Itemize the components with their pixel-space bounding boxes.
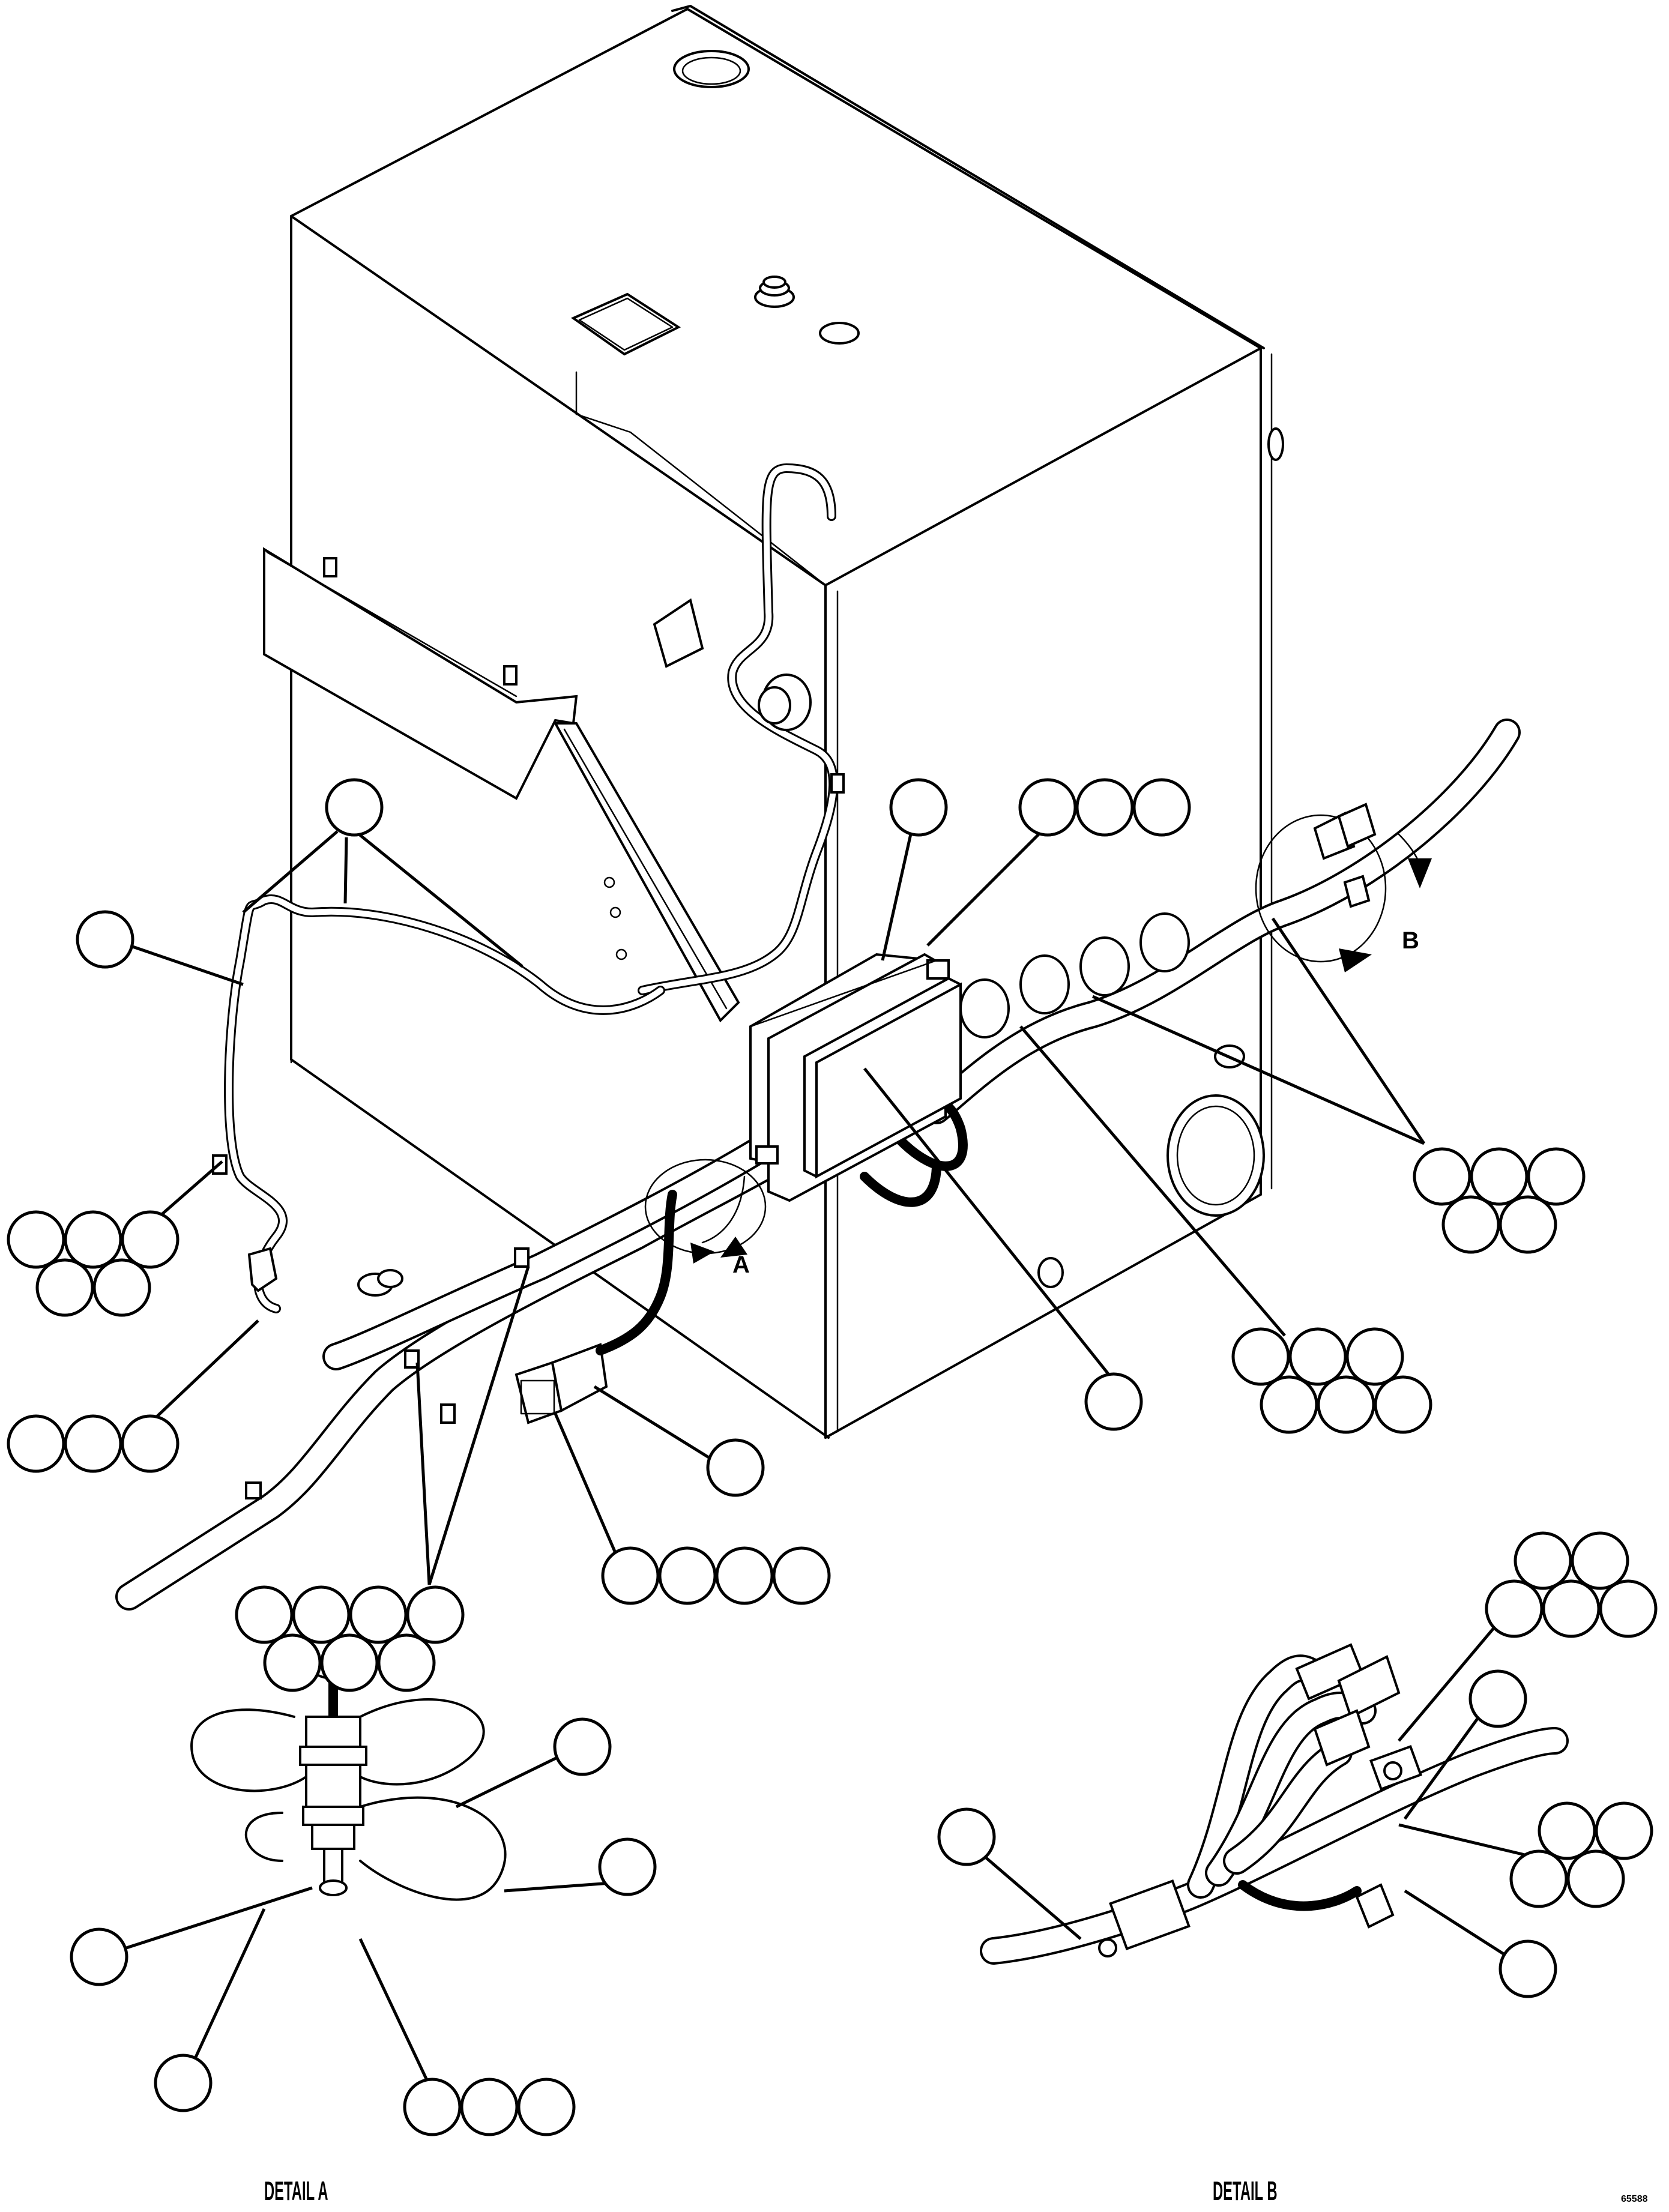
callout-bubble [7, 1414, 65, 1473]
callout-bubble [121, 1210, 180, 1269]
callout-bubble [715, 1546, 774, 1605]
callout-bubble [1260, 1375, 1318, 1434]
callout-bubble [1317, 1375, 1375, 1434]
callout-bubble [1084, 1372, 1143, 1431]
heat-shield [263, 547, 740, 1023]
callout-bubble [1132, 778, 1191, 837]
detail-b-marker: B [1402, 927, 1419, 954]
callout-bubble [1075, 778, 1134, 837]
callout-bubble [517, 2078, 576, 2136]
callout-bubble [325, 778, 384, 837]
callout-bubble [154, 2054, 213, 2112]
controller-box [749, 953, 962, 1202]
detail-a-drawing [190, 1658, 507, 1901]
filler-cap-icon [754, 276, 795, 308]
callout-bubble [1485, 1579, 1544, 1638]
callout-bubble [406, 1585, 465, 1644]
wire-harness [115, 719, 1521, 1611]
callout-bubble [460, 2078, 519, 2136]
callout-bubble [1231, 1327, 1290, 1386]
callout-bubble [1498, 1195, 1557, 1254]
callout-bubble [1374, 1375, 1432, 1434]
valve-fitting-icon [357, 1269, 403, 1297]
callout-bubble [658, 1546, 717, 1605]
breather-tube [638, 463, 845, 995]
callout-bubble [292, 1585, 351, 1644]
callout-bubble [64, 1210, 122, 1269]
detail-b-caption: DETAIL B [1213, 2176, 1278, 2206]
callout-bubble [263, 1633, 322, 1692]
callout-bubble [349, 1585, 408, 1644]
callout-bubble [1538, 1801, 1596, 1860]
callout-bubble [76, 910, 134, 969]
tank-body [290, 5, 1284, 1439]
callout-bubble [70, 1927, 128, 1986]
callout-bubble [1498, 1939, 1557, 1998]
callout-bubble [1571, 1531, 1629, 1590]
detail-a-marker: A [732, 1252, 750, 1278]
callout-bubble [553, 1717, 612, 1776]
callout-bubbles [7, 778, 1658, 2136]
inspection-cover-icon [1166, 1094, 1265, 1217]
callout-bubble [772, 1546, 831, 1605]
callout-bubble [35, 1258, 94, 1317]
callout-bubble [706, 1438, 765, 1497]
callout-bubble [121, 1414, 180, 1473]
detail-b-drawing [980, 1643, 1569, 1965]
callout-bubble [1509, 1849, 1568, 1908]
callout-bubble [1527, 1147, 1586, 1206]
figure-number: 65588 [1621, 2194, 1648, 2204]
callout-bubble [1288, 1327, 1347, 1386]
callout-bubble [92, 1258, 151, 1317]
connector-plug-icon [515, 1343, 608, 1424]
arrow-icon [690, 1243, 714, 1264]
detail-a-caption: DETAIL A [264, 2176, 328, 2206]
arrow-icon [1339, 948, 1372, 972]
callout-bubble [601, 1546, 660, 1605]
callout-bubble [889, 778, 948, 837]
callout-bubble [7, 1210, 65, 1269]
callout-bubble [1566, 1849, 1625, 1908]
leader-lines [116, 830, 1526, 2090]
callout-bubble [1413, 1147, 1471, 1206]
callout-bubble [937, 1807, 996, 1866]
callout-bubble [1599, 1579, 1658, 1638]
callout-bubble [377, 1633, 436, 1692]
callout-bubble [403, 2078, 462, 2136]
callout-bubble [235, 1585, 294, 1644]
callout-bubble [1018, 778, 1077, 837]
callout-bubble [320, 1633, 379, 1692]
detail-markers: A B [690, 833, 1432, 1278]
callout-bubble [1470, 1147, 1529, 1206]
callout-bubble [64, 1414, 122, 1473]
callout-bubble [1595, 1801, 1653, 1860]
callout-bubble [1468, 1669, 1527, 1728]
callout-bubble [1514, 1531, 1572, 1590]
arrow-icon [720, 1237, 747, 1258]
callout-bubble [598, 1837, 657, 1896]
arrow-icon [1408, 858, 1432, 888]
connector-icon [1295, 1643, 1401, 1929]
callout-bubble [1345, 1327, 1404, 1386]
callout-bubble [1542, 1579, 1601, 1638]
callout-bubble [1441, 1195, 1500, 1254]
